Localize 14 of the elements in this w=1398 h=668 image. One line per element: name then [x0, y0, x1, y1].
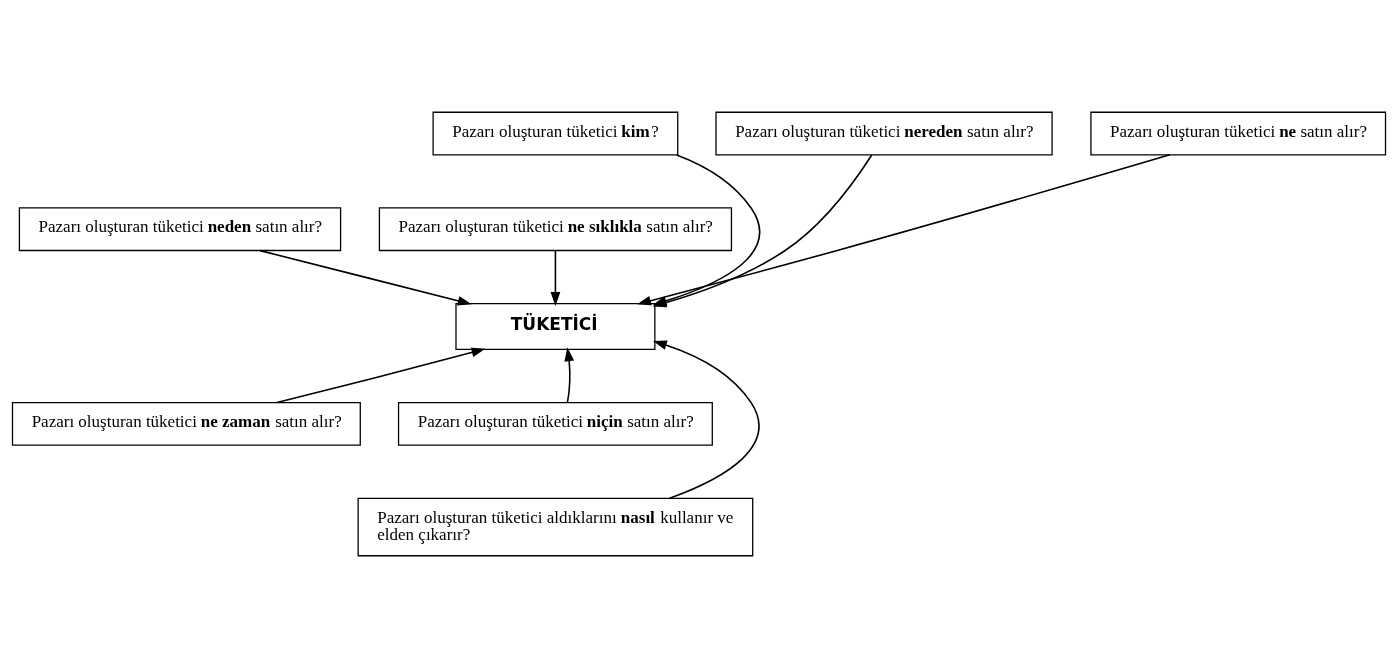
node-box: Pazarı oluşturan tüketici kim? — [432, 111, 679, 156]
node-box: Pazarı oluşturan tüketici aldıklarını nasıl kullanır ve elden çıkarır? — [357, 497, 754, 557]
arrow — [652, 340, 760, 500]
arrow — [564, 347, 575, 404]
node-box: Pazarı oluşturan tüketici ne satın alır? — [1090, 111, 1387, 156]
arrow — [259, 249, 472, 306]
node-box: Pazarı oluşturan tüketici ne sıklıkla satın alır? — [378, 207, 733, 252]
node-box: Pazarı oluşturan tüketici ne zaman satın alır? — [11, 401, 361, 446]
arrow — [550, 250, 561, 306]
node-box: Pazarı oluşturan tüketici niçin satın alır? — [397, 401, 713, 446]
node-box: Pazarı oluşturan tüketici neden satın alır? — [18, 207, 342, 252]
node-box: TÜKETİCİ — [455, 303, 656, 351]
node-box: Pazarı oluşturan tüketici nereden satın alır? — [715, 111, 1053, 156]
arrow — [276, 347, 486, 404]
